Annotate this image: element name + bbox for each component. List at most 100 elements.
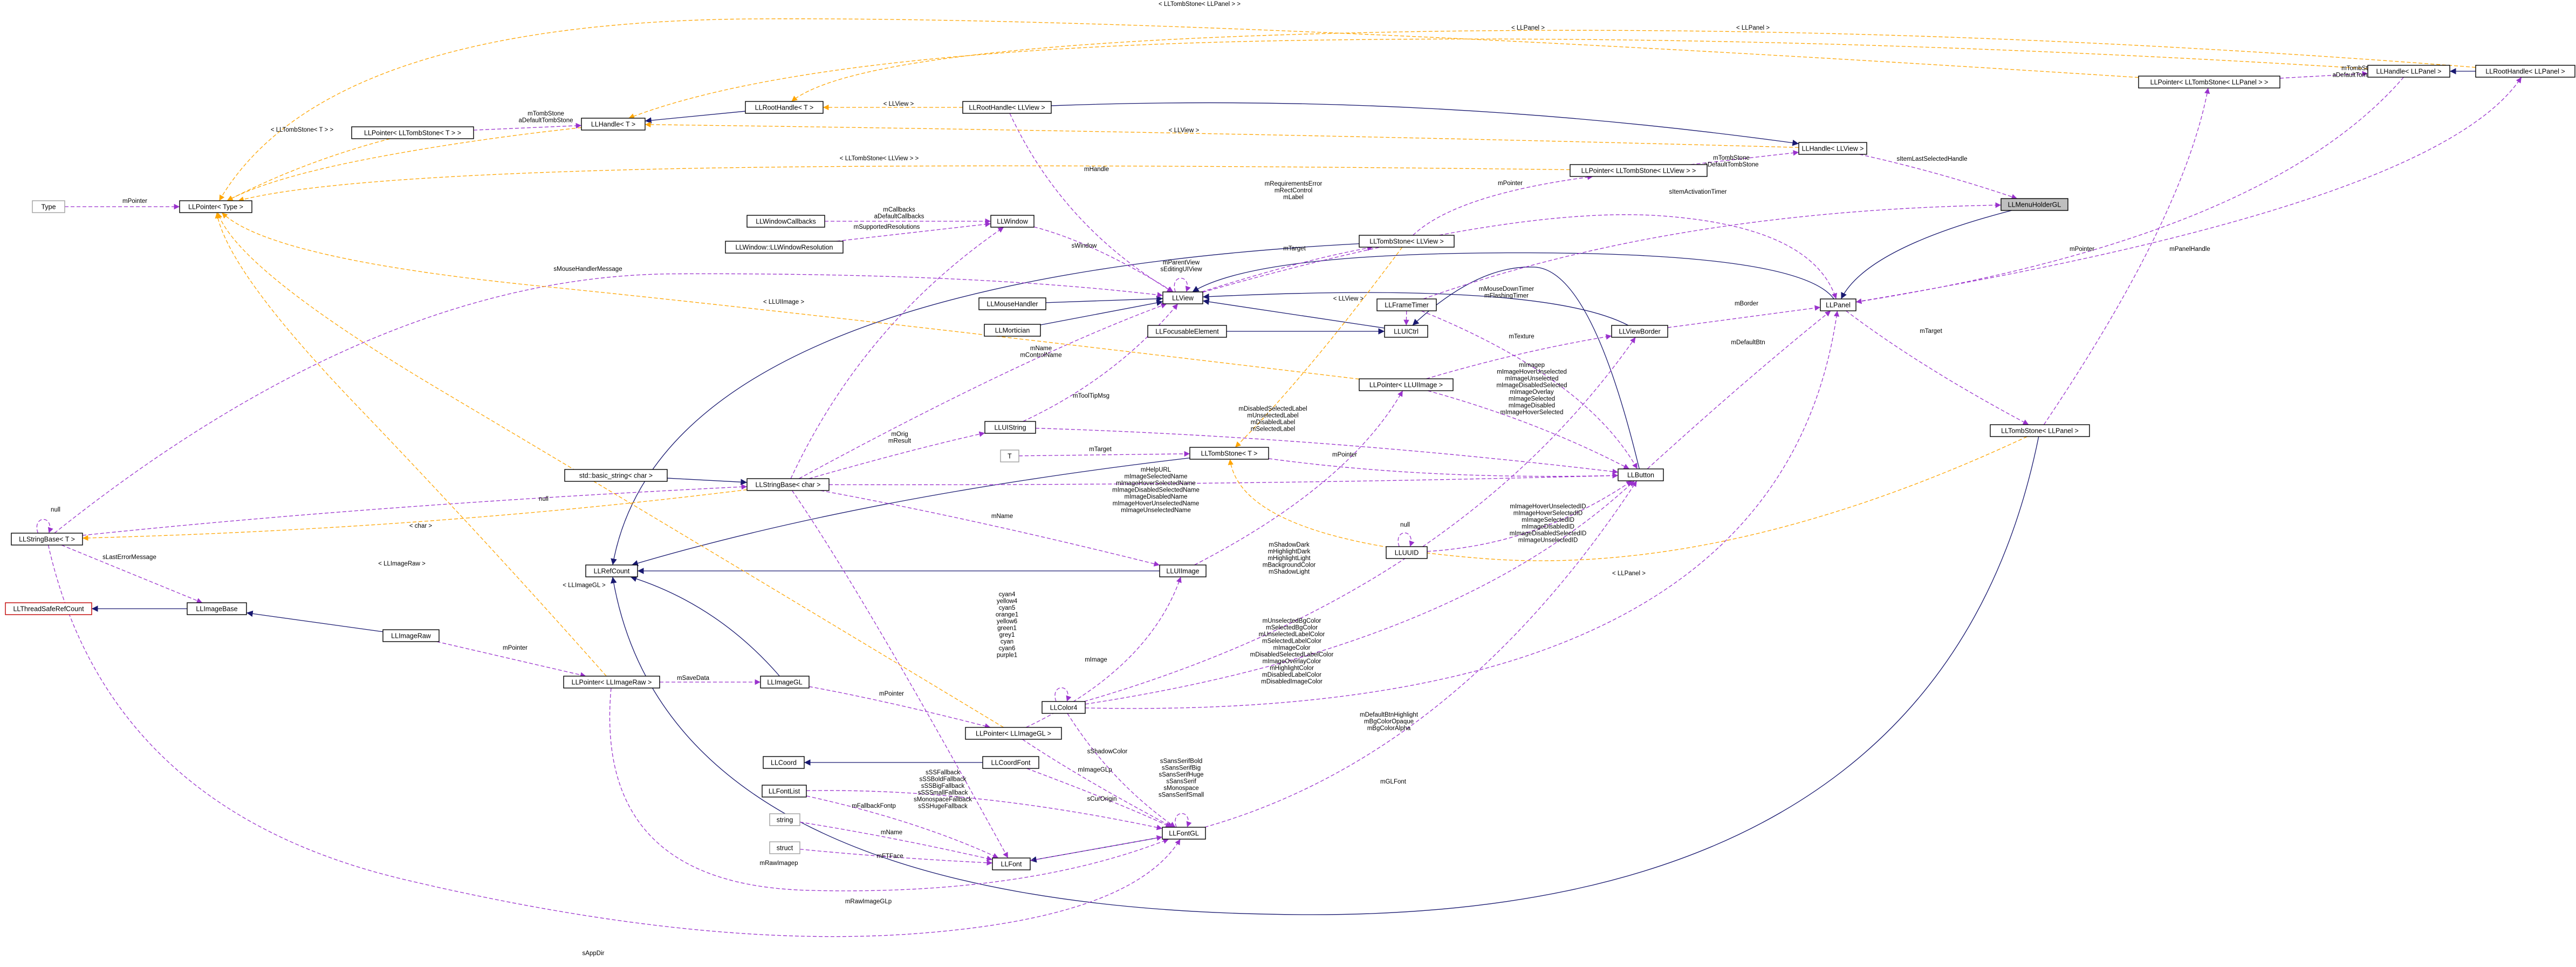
class-node-LLViewBorder[interactable]: LLViewBorder — [1611, 325, 1668, 338]
class-node-LLThreadSafeRefCount[interactable]: LLThreadSafeRefCount — [5, 602, 92, 615]
class-node-LLPanel[interactable]: LLPanel — [1820, 298, 1856, 311]
class-node-LLView[interactable]: LLView — [1162, 291, 1203, 304]
edge-label-line: mTarget — [1089, 446, 1112, 453]
edge-label-mGLFont: mGLFont — [1380, 779, 1407, 785]
class-node-LLTombStoneLLView[interactable]: LLTombStone< LLView > — [1359, 235, 1455, 248]
class-node-LLWindowCallbacks[interactable]: LLWindowCallbacks — [746, 215, 825, 228]
edge-label-mTarget3: mTarget — [1089, 446, 1112, 453]
edge-label-line: < LLPanel > — [1612, 570, 1646, 577]
class-node-label: LLPointer< LLTombStone< LLPanel > > — [2150, 79, 2269, 86]
edge-label-line: mTexture — [1509, 333, 1534, 340]
class-node-LLHandleLLView[interactable]: LLHandle< LLView > — [1798, 142, 1867, 155]
class-node-LLMouseHandler[interactable]: LLMouseHandler — [978, 297, 1046, 310]
edge-struct-to-LLFont — [799, 849, 993, 866]
class-node-LLWindow[interactable]: LLWindow — [990, 215, 1034, 228]
class-node-box — [745, 101, 824, 114]
class-node-Type[interactable]: Type — [32, 200, 65, 213]
class-node-LLStringBaseChar[interactable]: LLStringBase< char > — [746, 478, 830, 491]
edge-LLMortician-to-LLView — [1040, 299, 1163, 325]
edge-label-line: < LLPanel > — [1511, 25, 1545, 31]
edge-label-line: mTarget — [1283, 246, 1306, 252]
class-node-box — [2367, 65, 2450, 78]
class-node-LLTombStoneLLPanel[interactable]: LLTombStone< LLPanel > — [1990, 424, 2090, 437]
class-node-LLFontList[interactable]: LLFontList — [762, 785, 807, 798]
class-node-LLUUID[interactable]: LLUUID — [1386, 546, 1428, 559]
class-node-LLRootHandleLLView[interactable]: LLRootHandle< LLView > — [962, 101, 1052, 114]
edge-T-to-LLTombStoneT — [1018, 451, 1190, 457]
edge-label-line: sSansSerif — [1166, 779, 1196, 785]
class-node-box — [1159, 564, 1207, 577]
class-node-box — [1386, 546, 1428, 559]
class-node-LLMenuHolderGL[interactable]: LLMenuHolderGL — [2000, 198, 2068, 211]
class-node-LLRootHandleLLPanel[interactable]: LLRootHandle< LLPanel > — [2475, 65, 2575, 78]
edge-label-line: < char > — [409, 523, 432, 529]
edge-LLWindow-to-LLView — [1033, 226, 1174, 292]
class-node-LLButton[interactable]: LLButton — [1618, 468, 1664, 481]
edge-label-mFallbackFontp: mFallbackFontp — [852, 803, 896, 809]
class-node-LLHandleT[interactable]: LLHandle< T > — [581, 118, 646, 131]
edge-label-line: mSelectedBgColor — [1266, 625, 1318, 631]
class-node-LLCoordFont[interactable]: LLCoordFont — [982, 756, 1039, 769]
class-node-stdbasicstring[interactable]: std::basic_string< char > — [564, 469, 668, 482]
class-node-LLMortician[interactable]: LLMortician — [984, 324, 1041, 337]
edge-label-line: mImageSelectedName — [1125, 474, 1188, 480]
edge-label-line: mHighlightDark — [1268, 549, 1311, 555]
edge-label-line: sMouseHandlerMessage — [553, 266, 622, 273]
class-node-LLImageGL[interactable]: LLImageGL — [760, 676, 810, 689]
edge-label-line: mCallbacks — [883, 207, 915, 213]
edge-LLPointerTombT-to-LLHandleT — [473, 122, 582, 131]
class-node-struct[interactable]: struct — [769, 841, 800, 854]
class-node-LLUICtrl[interactable]: LLUICtrl — [1384, 325, 1428, 338]
class-node-label: LLMortician — [995, 327, 1030, 335]
class-node-LLPointerLLImageGL[interactable]: LLPointer< LLImageGL > — [965, 727, 1062, 740]
edge-label-mPointer3: mPointer — [2070, 246, 2094, 253]
class-node-LLHandleLLPanel[interactable]: LLHandle< LLPanel > — [2367, 65, 2450, 78]
class-node-LLPointerLLImageRaw[interactable]: LLPointer< LLImageRaw > — [563, 676, 660, 689]
class-node-LLRefCount[interactable]: LLRefCount — [585, 564, 638, 577]
edge-LLTombStoneLLPanel-to-LLPointerTombLLPanel — [2043, 87, 2210, 425]
class-node-LLFontGL[interactable]: LLFontGL — [1162, 827, 1206, 840]
edge-label-line: < LLPanel > — [1736, 25, 1770, 31]
edge-label-line: mName — [991, 513, 1013, 520]
class-node-LLCoord[interactable]: LLCoord — [763, 756, 805, 769]
class-node-LLStringBaseT[interactable]: LLStringBase< T > — [11, 533, 83, 546]
class-node-string[interactable]: string — [769, 813, 800, 826]
class-node-LLPointerType[interactable]: LLPointer< Type > — [179, 200, 252, 213]
class-node-box — [962, 101, 1052, 114]
class-node-LLPointerTombLLView[interactable]: LLPointer< LLTombStone< LLView > > — [1570, 164, 1708, 177]
class-node-LLUIString[interactable]: LLUIString — [984, 421, 1036, 434]
class-node-LLTombStoneT[interactable]: LLTombStone< T > — [1189, 447, 1269, 460]
class-node-LLRootHandleT[interactable]: LLRootHandle< T > — [745, 101, 824, 114]
edge-LLFrameTimer-to-LLMenuHolderGL — [1423, 202, 2002, 299]
class-node-LLPointerLLUIImage[interactable]: LLPointer< LLUIImage > — [1359, 378, 1454, 391]
edge-label-line: sSansSerifBig — [1162, 765, 1201, 772]
class-node-LLPointerTombT[interactable]: LLPointer< LLTombStone< T > > — [351, 126, 474, 139]
edge-LLStringBaseChar-to-LLFont — [792, 490, 1009, 859]
edge-LLTombStoneLLPanel-to-LLTombStoneT — [1228, 436, 2027, 561]
class-node-LLImageRaw[interactable]: LLImageRaw — [382, 629, 440, 642]
class-node-box — [1820, 298, 1856, 311]
class-node-LLUIImage[interactable]: LLUIImage — [1159, 564, 1207, 577]
edge-LLStringBaseT-to-LLFontGL — [47, 544, 1181, 937]
class-node-LLPointerTombLLPanel[interactable]: LLPointer< LLTombStone< LLPanel > > — [2138, 76, 2280, 88]
class-node-LLFocusableElement[interactable]: LLFocusableElement — [1147, 325, 1227, 338]
class-node-LLWindowResolution[interactable]: LLWindow::LLWindowResolution — [725, 241, 844, 254]
class-node-LLFrameTimer[interactable]: LLFrameTimer — [1376, 298, 1437, 311]
class-node-LLColor4[interactable]: LLColor4 — [1042, 701, 1086, 714]
class-node-label: LLImageGL — [767, 679, 802, 686]
edge-label-mRawImageGLp: mRawImageGLp — [845, 898, 892, 905]
edge-label-line: mMouseDownTimer — [1479, 286, 1534, 292]
edge-label-mSupportedResolutions: mSupportedResolutions — [854, 224, 920, 230]
class-node-box — [992, 857, 1031, 870]
edge-LLUIImage-to-LLPointerLLUIImage — [1194, 390, 1403, 566]
edge-label-tombLLPanelHigh: < LLTombStone< LLPanel > > — [1159, 1, 1241, 8]
edge-label-mPanelHandle: mPanelHandle — [2169, 246, 2210, 253]
class-node-LLFont[interactable]: LLFont — [992, 857, 1031, 870]
edge-label-line: mImageDisabledSelected — [1496, 383, 1567, 389]
class-node-box — [762, 785, 807, 798]
class-node-T[interactable]: T — [1000, 450, 1019, 462]
class-node-LLImageBase[interactable]: LLImageBase — [187, 602, 247, 615]
